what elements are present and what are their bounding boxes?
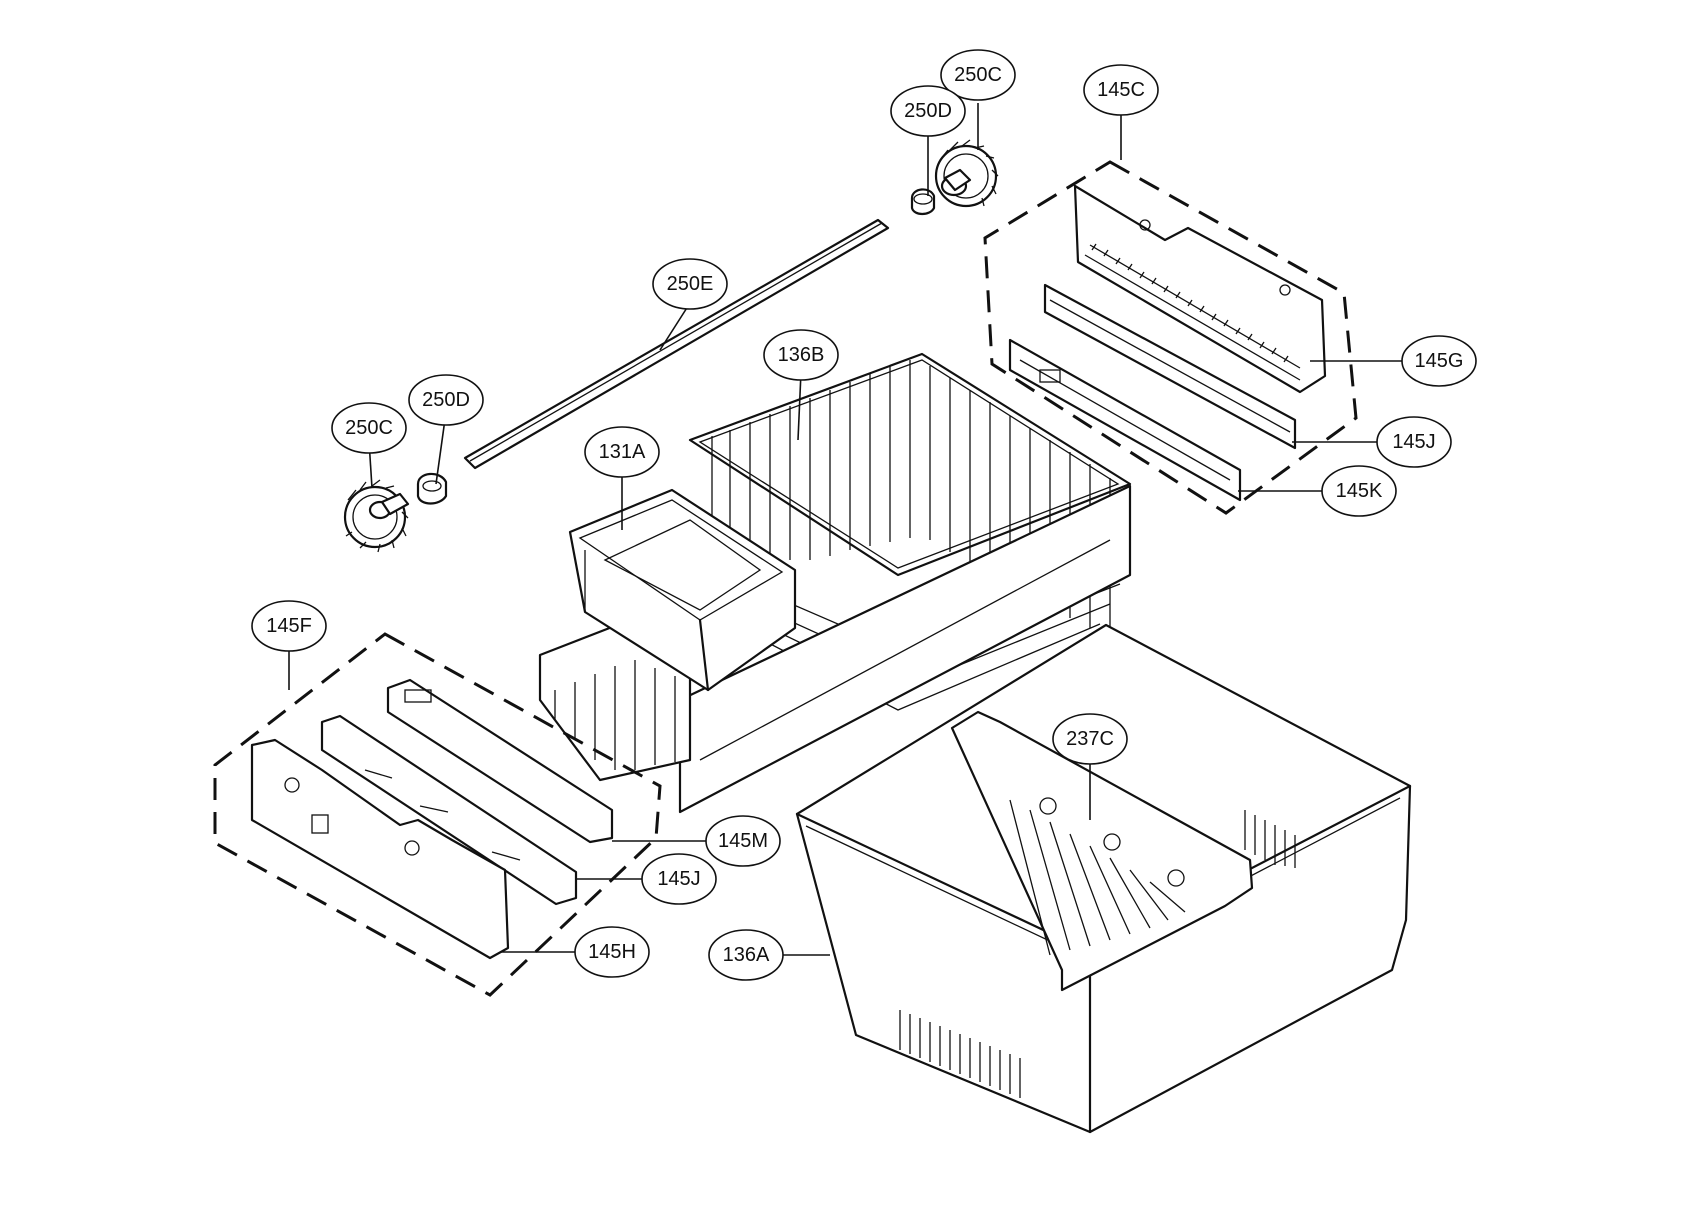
callout-145J-left-label: 145J: [657, 868, 700, 890]
callout-145M-label: 145M: [718, 830, 768, 852]
callout-145K-label: 145K: [1336, 480, 1383, 502]
callout-145J-right: 145J: [1376, 416, 1452, 468]
part-145K-rail: [1008, 338, 1242, 502]
part-250D-bushing-top: [910, 188, 936, 216]
callout-237C-label: 237C: [1066, 728, 1114, 750]
part-145G-rack: [1073, 184, 1327, 394]
callout-250D-left: 250D: [408, 374, 484, 426]
callout-145C-label: 145C: [1097, 79, 1145, 101]
callout-250C-left-label: 250C: [345, 417, 393, 439]
callout-145F: 145F: [251, 600, 327, 652]
callout-145C: 145C: [1083, 64, 1159, 116]
part-250C-gear-left: [343, 479, 410, 553]
callout-237C: 237C: [1052, 713, 1128, 765]
part-145J-rail-right: [1043, 283, 1297, 450]
part-250D-bushing-left: [416, 472, 448, 505]
callout-250E: 250E: [652, 258, 728, 310]
part-145C-group: [983, 160, 1358, 515]
callout-145J-left: 145J: [641, 853, 717, 905]
callout-136B: 136B: [763, 329, 839, 381]
callout-136A-label: 136A: [723, 944, 770, 966]
callout-131A-label: 131A: [599, 441, 646, 463]
part-237C-divider: [950, 710, 1254, 992]
part-145F-group: [213, 632, 662, 997]
callout-250C-top: 250C: [940, 49, 1016, 101]
part-145H-plate: [250, 738, 510, 960]
part-250C-gear-top: [934, 139, 999, 208]
callout-145H: 145H: [574, 926, 650, 978]
callout-136B-label: 136B: [778, 344, 825, 366]
callout-250D-left-label: 250D: [422, 389, 470, 411]
part-145J-rail-left: [320, 714, 578, 906]
callout-136A: 136A: [708, 929, 784, 981]
callout-131A: 131A: [584, 426, 660, 478]
callout-145G: 145G: [1401, 335, 1477, 387]
callout-250D-top: 250D: [890, 85, 966, 137]
callout-250D-top-label: 250D: [904, 100, 952, 122]
callout-145J-right-label: 145J: [1392, 431, 1435, 453]
part-145M-rail: [386, 678, 614, 844]
part-250E-rail: [463, 218, 890, 470]
callout-250E-label: 250E: [667, 273, 714, 295]
callout-145K: 145K: [1321, 465, 1397, 517]
callout-145G-label: 145G: [1415, 350, 1464, 372]
callout-145M: 145M: [705, 815, 781, 867]
callout-250C-top-label: 250C: [954, 64, 1002, 86]
callout-250C-left: 250C: [331, 402, 407, 454]
callout-145H-label: 145H: [588, 941, 636, 963]
callout-145F-label: 145F: [266, 615, 312, 637]
part-131A-bin: [568, 488, 797, 692]
